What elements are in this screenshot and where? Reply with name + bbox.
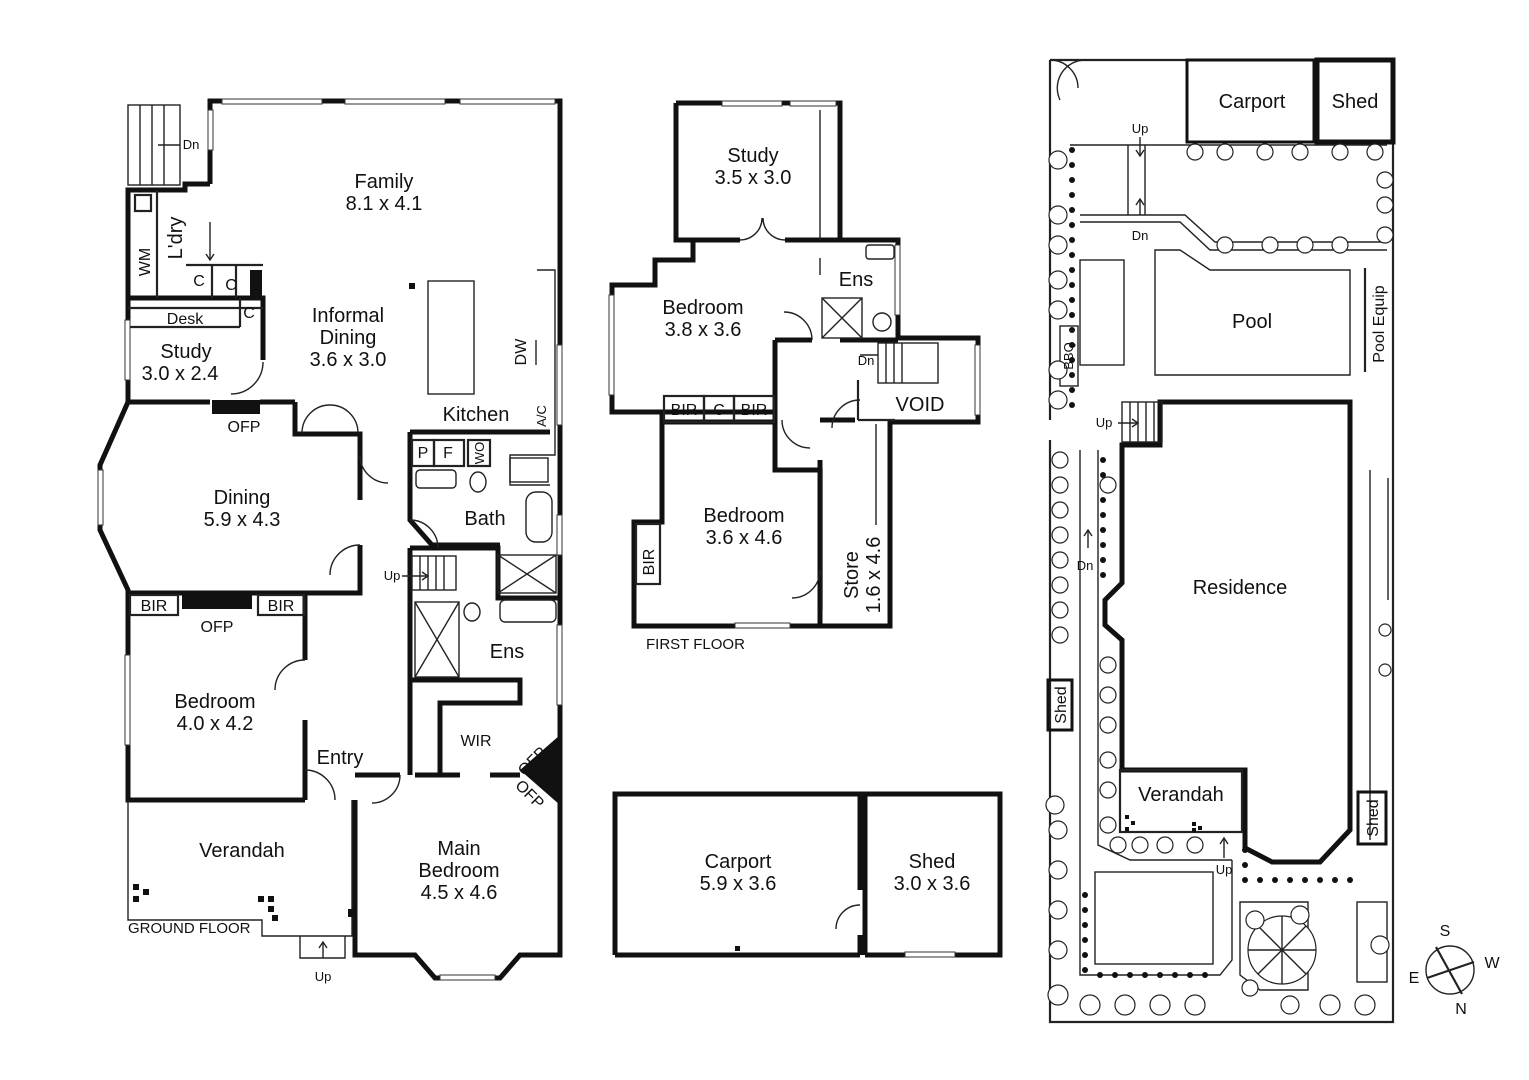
verandah-label: Verandah [199,840,285,862]
ff-bedroom-b-label: Bedroom [703,505,784,527]
desk-label: Desk [167,311,204,328]
cupboard-label-1: C [193,273,205,290]
pool-label: Pool [1232,311,1272,333]
carport-dim: 5.9 x 3.6 [700,873,777,895]
wall-oven-label: WO [472,442,487,464]
store-label: Store [841,551,863,599]
wm-label: WM [137,248,154,276]
site-shed-side-2: Shed [1365,799,1382,836]
carport-label: Carport [705,851,772,873]
site-up-label-1: Up [1132,121,1149,136]
compass-icon: S W E N [1409,923,1501,1018]
site-carport-label: Carport [1219,91,1286,113]
compass-e: E [1409,970,1420,987]
shed-dim: 3.0 x 3.6 [894,873,971,895]
cupboard-label-3: C [243,305,255,322]
residence-label: Residence [1193,577,1288,599]
ff-ensuite-label: Ens [839,269,873,291]
family-label: Family [355,171,414,193]
first-floor-plan: Study 3.5 x 3.0 Bedroom 3.8 x 3.6 Ens Dn… [608,100,981,653]
site-plan: Carport Shed Pool Pool Equip BBQ Residen… [1045,57,1396,1024]
stairs-up-label: Up [384,568,401,583]
bbq-label: BBQ [1061,342,1076,369]
site-up-label-2: Up [1096,415,1113,430]
aircon-label: A/C [534,405,549,427]
site-shed-side-1: Shed [1053,686,1070,723]
ff-study-dim: 3.5 x 3.0 [715,167,792,189]
ff-cupboard-label: C [713,402,725,419]
compass-w: W [1484,955,1500,972]
stairs-dn-label: Dn [183,137,200,152]
ofp-label-1: OFP [228,419,261,436]
informal-dining-label-2: Dining [320,327,377,349]
main-bedroom-dim: 4.5 x 4.6 [421,882,498,904]
compass-n: N [1455,1001,1467,1018]
ff-bir-label-3: BIR [641,549,658,576]
informal-dining-label-1: Informal [312,305,384,327]
store-dim: 1.6 x 4.6 [863,537,885,614]
ff-bir-label-1: BIR [671,402,698,419]
ff-bedroom-a-label: Bedroom [662,297,743,319]
ensuite-label: Ens [490,641,524,663]
ff-bir-label-2: BIR [741,402,768,419]
bir-label-1: BIR [141,598,168,615]
ff-bedroom-a-dim: 3.8 x 3.6 [665,319,742,341]
dining-label: Dining [214,487,271,509]
kitchen-label: Kitchen [443,404,510,426]
ff-stairs-dn-label: Dn [858,353,875,368]
ground-floor-plan: Family 8.1 x 4.1 Informal Dining 3.6 x 3… [97,98,563,984]
shed-label: Shed [909,851,956,873]
outbuildings-plan: Carport 5.9 x 3.6 Shed 3.0 x 3.6 [612,791,1003,958]
first-floor-caption: FIRST FLOOR [646,636,745,653]
site-verandah-label: Verandah [1138,784,1224,806]
study-label: Study [160,341,211,363]
ff-study-label: Study [727,145,778,167]
wir-label: WIR [460,733,491,750]
study-dim: 3.0 x 2.4 [142,363,219,385]
entry-up-label: Up [315,969,332,984]
entry-label: Entry [317,747,364,769]
cupboard-label-2: C [225,277,237,294]
site-up-label-3: Up [1216,862,1233,877]
site-shed-label: Shed [1332,91,1379,113]
bedroom-label: Bedroom [174,691,255,713]
site-dn-label-1: Dn [1132,228,1149,243]
family-dim: 8.1 x 4.1 [346,193,423,215]
pantry-label: P [418,445,429,462]
fridge-label: F [443,445,453,462]
main-bedroom-label-2: Bedroom [418,860,499,882]
bath-label: Bath [464,508,505,530]
ground-floor-caption: GROUND FLOOR [128,920,251,937]
bedroom-dim: 4.0 x 4.2 [177,713,254,735]
laundry-label: L'dry [165,217,187,260]
informal-dining-dim: 3.6 x 3.0 [310,349,387,371]
ofp-label-2: OFP [201,619,234,636]
dining-dim: 5.9 x 4.3 [204,509,281,531]
pool-equip-label: Pool Equip [1371,285,1388,362]
void-label: VOID [896,394,945,416]
main-bedroom-label-1: Main [437,838,480,860]
bir-label-2: BIR [268,598,295,615]
ff-bedroom-b-dim: 3.6 x 4.6 [706,527,783,549]
compass-s: S [1440,923,1451,940]
dishwasher-label: DW [513,338,530,366]
site-dn-label-2: Dn [1077,558,1094,573]
